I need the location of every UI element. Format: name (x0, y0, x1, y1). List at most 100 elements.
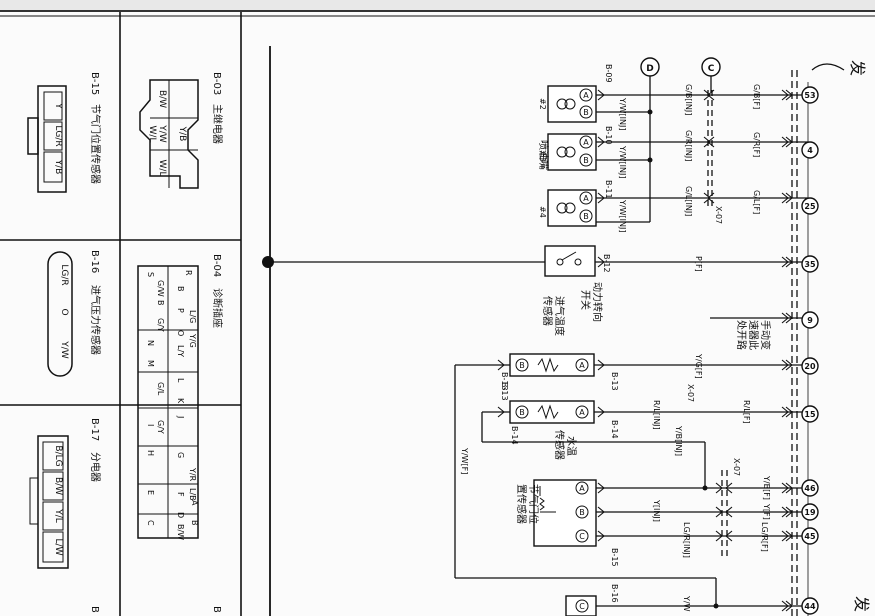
svg-text:B-13: B-13 (610, 372, 619, 391)
b16-pin-1: LG/R (59, 264, 69, 285)
svg-text:25: 25 (804, 202, 816, 211)
svg-text:A: A (583, 194, 589, 203)
svg-text:C: C (579, 602, 585, 611)
svg-text:Y/W[INJ]: Y/W[INJ] (618, 97, 627, 130)
ecu-terminal-15: 15 (801, 405, 819, 423)
b04-letter-h: H (146, 450, 155, 456)
svg-text:R/L[F]: R/L[F] (742, 400, 751, 424)
b04-letter-f: F (176, 492, 185, 497)
injector-label: 喷油嘴 (537, 140, 550, 170)
svg-text:B-13: B-13 (500, 382, 509, 401)
b15-pin-2: LG/R (53, 125, 63, 146)
b04-letter-d: D (176, 512, 185, 518)
svg-text:G/L[INJ]: G/L[INJ] (684, 186, 693, 216)
svg-text:15: 15 (804, 410, 816, 419)
svg-text:Y/W[INJ]: Y/W[INJ] (618, 145, 627, 178)
b04-wire-gw: G/W (156, 280, 165, 297)
b17-pin-4: L/W (53, 539, 63, 556)
b04-letter-o: O (176, 330, 185, 336)
b04-letter-n: N (146, 340, 155, 346)
b17-connector-face: B/LG B/W Y/L L/W (29, 435, 69, 569)
b04-wire-lb: L/B (188, 488, 197, 501)
b17-pin-2: B/W (53, 477, 63, 495)
b04-letter-g: G (176, 452, 185, 458)
svg-text:A: A (583, 138, 589, 147)
b17-pin-1: B/LG (53, 445, 63, 466)
svg-text:B: B (579, 508, 585, 517)
svg-text:R/L[INJ]: R/L[INJ] (652, 400, 661, 430)
svg-text:G/R[INJ]: G/R[INJ] (684, 130, 693, 161)
svg-text:B-13: B-13 (500, 372, 509, 391)
b16-pin-2: O (59, 308, 69, 315)
svg-text:B: B (583, 156, 589, 165)
svg-text:C: C (579, 532, 585, 541)
b03-pin-2: Y/B (177, 126, 187, 142)
injector-3-num: #3 (538, 150, 547, 162)
b03-pin-3: Y/W (157, 124, 167, 143)
b04-letter-e: E (146, 490, 155, 495)
svg-text:置传感器: 置传感器 (515, 484, 528, 524)
svg-text:Y[F]: Y[F] (762, 503, 771, 520)
b04-wire-gy: G/Y (156, 318, 165, 332)
ecu-terminal-45: 45 (801, 527, 819, 545)
b10-code: B-10 (604, 126, 613, 145)
b04-letter-k: K (176, 398, 185, 404)
b04-wire-ly: L/Y (176, 345, 185, 357)
edge-char-bottom: 发 (852, 596, 871, 612)
ecu-terminal-25: 25 (801, 197, 819, 215)
b04-wire-b: B (156, 300, 165, 306)
b05-code-partial: B (89, 606, 100, 613)
svg-text:动力转向: 动力转向 (591, 282, 604, 322)
ecu-terminal-19: 19 (801, 503, 819, 521)
svg-text:Y/W[INJ]: Y/W[INJ] (618, 199, 627, 232)
svg-text:B: B (519, 408, 525, 417)
svg-text:B: B (583, 212, 589, 221)
svg-text:B: B (519, 361, 525, 370)
svg-text:35: 35 (804, 260, 816, 269)
svg-text:45: 45 (804, 532, 816, 541)
ecu-terminal-4: 4 (801, 141, 819, 159)
svg-text:Y/W: Y/W (682, 595, 691, 612)
b16-code: B-16 (89, 250, 100, 273)
ecu-terminal-35: 35 (801, 255, 819, 273)
manual-trans-label-2: 速器此 (747, 320, 760, 350)
b04-letter-a: A (190, 500, 199, 506)
injector-3: A B B-10 #3 Y/W[INJ] G/R[INJ] G/R[F] (538, 126, 761, 178)
svg-text:A: A (579, 361, 585, 370)
svg-text:Y/B[F]: Y/B[F] (762, 475, 771, 500)
svg-text:Y/G[F]: Y/G[F] (694, 353, 703, 379)
svg-text:A: A (579, 484, 585, 493)
manual-trans-label-1: 手动变 (759, 320, 772, 350)
throttle-position-sensor: A B C 节气门位 置传感器 B-15 Y/B[F] Y[INJ] Y[F] … (515, 475, 771, 567)
ecu-terminal-20: 20 (801, 357, 819, 375)
ecu-terminal-53: 53 (801, 86, 819, 104)
svg-text:46: 46 (804, 484, 816, 493)
b16-connector-face: LG/R O Y/W (47, 251, 73, 377)
b04-letter-r: R (184, 270, 193, 276)
b16-pin-3: Y/W (59, 340, 69, 359)
b04-letter-c: C (146, 520, 155, 526)
svg-text:G/B[INJ]: G/B[INJ] (684, 84, 693, 115)
svg-text:B-14: B-14 (610, 420, 619, 439)
edge-char-top: 发 (848, 60, 867, 76)
b09-code: B-09 (604, 64, 613, 83)
svg-text:开关: 开关 (579, 290, 592, 310)
manual-trans-label-3: 处开路 (735, 320, 748, 350)
ecu-terminal-46: 46 (801, 479, 819, 497)
b17-code: B-17 (89, 418, 100, 441)
svg-text:进气温度: 进气温度 (553, 296, 566, 336)
map-sensor-partial: C B-16 Y/W (565, 584, 691, 616)
b15-pin-3: Y/B (53, 159, 63, 175)
b04-letter-l: L (176, 378, 185, 383)
b04-wire-yr: Y/R (188, 467, 197, 482)
column-marker-c: C (701, 57, 721, 77)
x07-label-3: X-07 (732, 458, 741, 476)
b04-letter-s: S (146, 272, 155, 277)
svg-text:节气门位: 节气门位 (527, 484, 540, 524)
b04-wire-lg: L/G (188, 310, 197, 323)
svg-text:4: 4 (807, 146, 813, 155)
svg-text:B-15: B-15 (610, 548, 619, 567)
b04-connector-face: S R B P O N M L K J I H G F E D C A B G/… (137, 265, 199, 540)
